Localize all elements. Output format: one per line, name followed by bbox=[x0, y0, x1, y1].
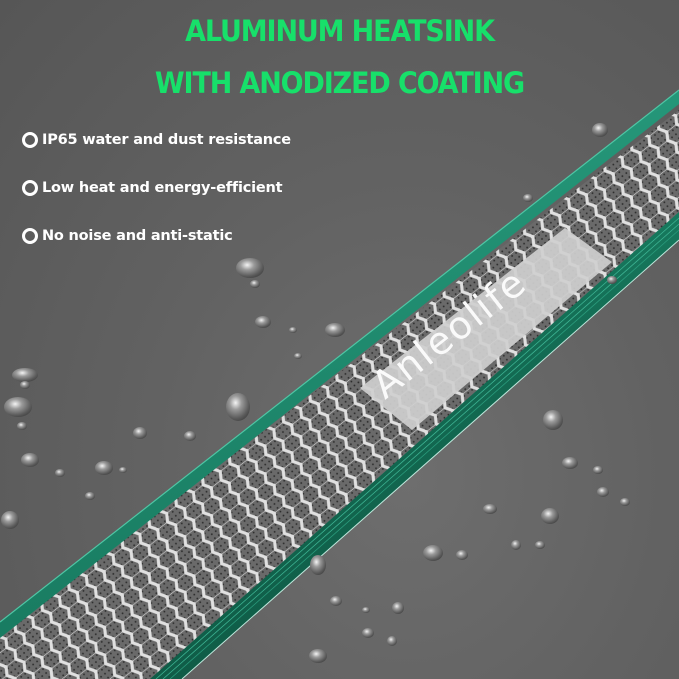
feature-item-ip65: IP65 water and dust resistance bbox=[22, 128, 291, 152]
bottom-rail bbox=[150, 212, 679, 679]
headline-line-1: ALUMINUM HEATSINK bbox=[185, 14, 495, 48]
feature-text: Low heat and energy-efficient bbox=[42, 180, 283, 196]
headline-line-2: WITH ANODIZED COATING bbox=[154, 66, 525, 100]
feature-list: IP65 water and dust resistance Low heat … bbox=[22, 128, 291, 272]
hex-mesh bbox=[0, 110, 679, 679]
logo-plate bbox=[360, 228, 612, 430]
ring-bullet-icon bbox=[22, 228, 38, 244]
water-droplets bbox=[1, 123, 630, 663]
top-rail bbox=[0, 90, 679, 638]
feature-item-low-heat: Low heat and energy-efficient bbox=[22, 176, 291, 200]
feature-item-no-noise: No noise and anti-static bbox=[22, 224, 291, 248]
ring-bullet-icon bbox=[22, 180, 38, 196]
feature-text: IP65 water and dust resistance bbox=[42, 132, 291, 148]
feature-text: No noise and anti-static bbox=[42, 228, 233, 244]
ring-bullet-icon bbox=[22, 132, 38, 148]
